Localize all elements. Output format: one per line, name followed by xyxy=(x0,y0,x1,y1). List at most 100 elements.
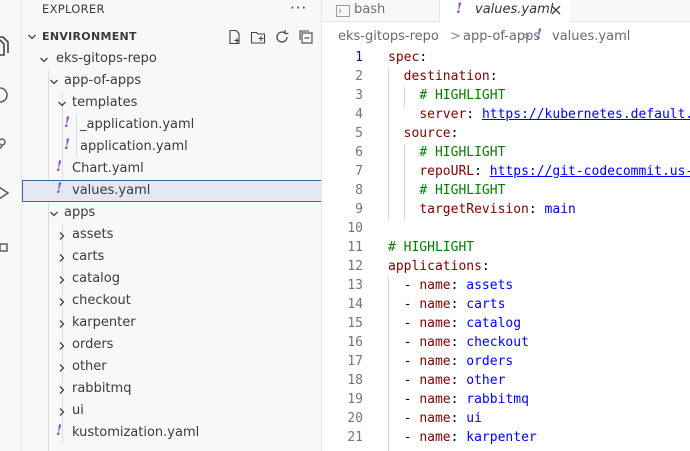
tree-folder-app-of-apps[interactable]: app-of-apps xyxy=(22,70,321,92)
yaml-dash: - xyxy=(403,354,412,369)
tree-folder-orders[interactable]: orders xyxy=(22,334,321,356)
section-label: ENVIRONMENT xyxy=(42,30,137,43)
yaml-value: assets xyxy=(466,278,514,293)
section-header-environment[interactable]: ENVIRONMENT xyxy=(22,26,321,48)
code-line: - name: checkout xyxy=(388,335,529,350)
yaml-colon: : xyxy=(419,50,428,65)
yaml-value: karpenter xyxy=(466,430,537,445)
tree-folder-assets[interactable]: assets xyxy=(22,224,321,246)
code-line: source: xyxy=(388,126,459,141)
tree-folder-catalog[interactable]: catalog xyxy=(22,268,321,290)
tree-file-kustomization-yaml[interactable]: ! kustomization.yaml xyxy=(22,422,321,444)
yaml-key: name xyxy=(419,430,451,445)
new-file-icon[interactable] xyxy=(227,29,243,45)
explorer-icon[interactable] xyxy=(0,36,10,58)
line-number: 9 xyxy=(355,202,363,217)
chevron-right-icon xyxy=(59,342,65,350)
yaml-key: name xyxy=(419,316,451,331)
yaml-colon: : xyxy=(450,316,459,331)
tree-folder-checkout[interactable]: checkout xyxy=(22,290,321,312)
tree-item-label: kustomization.yaml xyxy=(72,425,200,440)
indent-guide xyxy=(62,224,63,444)
indent-guide xyxy=(404,87,405,106)
tab-bash[interactable]: bash xyxy=(322,0,440,22)
tree-folder-karpenter[interactable]: karpenter xyxy=(22,312,321,334)
code-line: # HIGHLIGHT xyxy=(388,240,474,255)
chevron-right-icon xyxy=(59,232,65,240)
yaml-colon: : xyxy=(466,107,475,122)
search-icon[interactable] xyxy=(0,86,10,108)
yaml-value: carts xyxy=(466,297,506,312)
tab-values-yaml[interactable]: ! values.yaml xyxy=(440,0,570,23)
yaml-value: catalog xyxy=(466,316,522,331)
refresh-icon[interactable] xyxy=(274,29,290,45)
close-icon[interactable] xyxy=(550,4,562,16)
yaml-comment: # HIGHLIGHT xyxy=(419,88,506,103)
breadcrumb-item[interactable]: eks-gitops-repo xyxy=(338,29,439,44)
tree-folder-ui[interactable]: ui xyxy=(22,400,321,422)
extensions-icon[interactable] xyxy=(0,232,10,254)
tree-file-application-yaml[interactable]: ! application.yaml xyxy=(22,136,321,158)
yaml-dash: - xyxy=(403,316,412,331)
new-folder-icon[interactable] xyxy=(250,29,266,45)
yaml-url: https://git-codecommit.us-west xyxy=(489,164,690,179)
editor-tabs: bash ! values.yaml xyxy=(322,0,690,23)
run-debug-icon[interactable] xyxy=(0,182,10,204)
code-line: - name: karpenter xyxy=(388,430,537,445)
indent-guide xyxy=(48,70,49,451)
tree-folder-carts[interactable]: carts xyxy=(22,246,321,268)
chevron-right-icon xyxy=(59,298,65,306)
line-number: 13 xyxy=(347,278,363,293)
tree-folder-templates[interactable]: templates xyxy=(22,92,321,114)
yaml-dash: - xyxy=(403,335,412,350)
tree-file-_application-yaml[interactable]: ! _application.yaml xyxy=(22,114,321,136)
chevron-right-icon xyxy=(59,408,65,416)
line-number: 18 xyxy=(347,373,363,388)
yaml-key: name xyxy=(419,392,451,407)
code-line: - name: catalog xyxy=(388,316,521,331)
line-number: 2 xyxy=(355,69,363,84)
line-number: 16 xyxy=(347,335,363,350)
explorer-sidebar: EXPLORER ··· ENVIRONMENT eks-gitops-repo… xyxy=(22,0,322,451)
breadcrumb-item[interactable]: app-of-apps xyxy=(463,29,541,44)
tab-label: bash xyxy=(354,2,386,17)
line-number: 3 xyxy=(355,88,363,103)
yaml-value: main xyxy=(544,202,576,217)
tree-item-label: karpenter xyxy=(72,315,136,330)
tree-item-label: templates xyxy=(72,95,138,110)
tree-item-label: checkout xyxy=(72,293,131,308)
line-number: 19 xyxy=(347,392,363,407)
indent-guide xyxy=(62,92,63,202)
tree-folder-rabbitmq[interactable]: rabbitmq xyxy=(22,378,321,400)
source-control-icon[interactable] xyxy=(0,135,10,157)
yaml-key: applications xyxy=(388,259,482,274)
yaml-value: checkout xyxy=(466,335,529,350)
indent-guide xyxy=(388,68,389,220)
breadcrumb-item[interactable]: values.yaml xyxy=(552,29,631,44)
line-number: 21 xyxy=(347,430,363,445)
chevron-down-icon xyxy=(50,79,58,85)
yaml-colon: : xyxy=(450,126,459,141)
yaml-key: name xyxy=(419,335,451,350)
tree-folder-other[interactable]: other xyxy=(22,356,321,378)
yaml-colon: : xyxy=(450,392,459,407)
tree-item-label: carts xyxy=(72,249,105,264)
line-number: 17 xyxy=(347,354,363,369)
chevron-down-icon xyxy=(50,211,58,217)
line-number: 4 xyxy=(355,107,363,122)
tree-item-label: Chart.yaml xyxy=(72,161,144,176)
tree-file-chart-yaml[interactable]: ! Chart.yaml xyxy=(22,158,321,180)
more-actions-button[interactable]: ··· xyxy=(290,0,308,17)
yaml-icon: ! xyxy=(536,27,543,43)
tree-file-values-yaml[interactable]: ! values.yaml xyxy=(22,180,321,202)
line-number: 7 xyxy=(355,164,363,179)
chevron-down-icon xyxy=(58,101,66,107)
tree-item-label: ui xyxy=(72,403,84,418)
yaml-dash: - xyxy=(403,297,412,312)
chevron-right-icon xyxy=(59,276,65,284)
code-line: - name: ui xyxy=(388,411,482,426)
tree-folder-eks-gitops-repo[interactable]: eks-gitops-repo xyxy=(22,48,321,70)
collapse-all-icon[interactable] xyxy=(298,29,314,45)
tree-folder-apps[interactable]: apps xyxy=(22,202,321,224)
